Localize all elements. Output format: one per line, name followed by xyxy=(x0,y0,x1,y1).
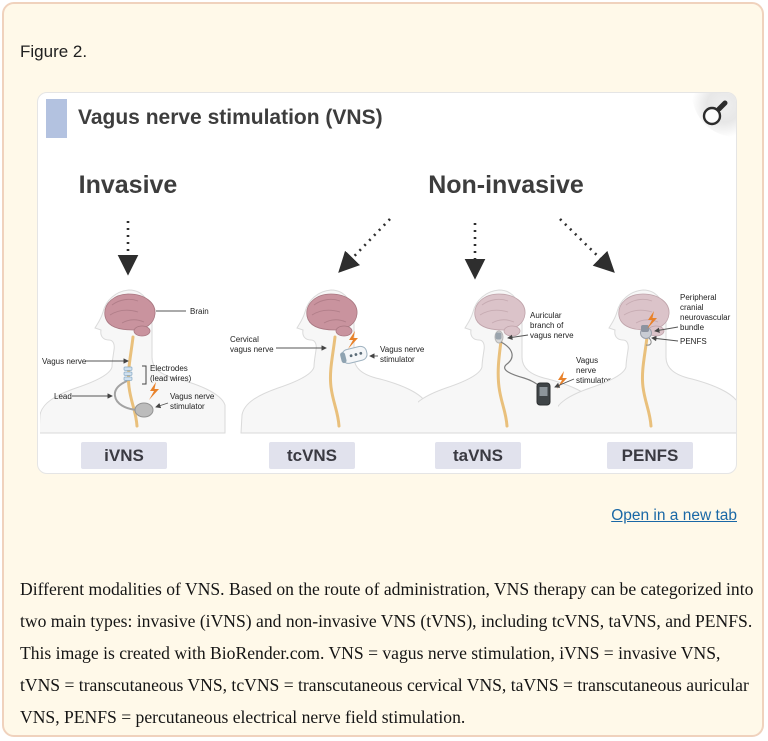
label-electrodes-2: (lead wires) xyxy=(150,374,192,383)
open-link-row: Open in a new tab xyxy=(4,507,737,525)
label-penfs: PENFS xyxy=(680,337,707,346)
label-auricular-3: vagus nerve xyxy=(530,331,574,340)
label-bundle-4: bundle xyxy=(680,323,705,332)
figure-title-marker xyxy=(46,99,67,138)
noninvasive-arrow-right xyxy=(559,218,615,273)
tcvns-illustration: Cervical vagus nerve Vagus nerve stimula… xyxy=(230,289,428,434)
figure-label: Figure 2. xyxy=(20,42,88,61)
panel-ivns: Brain Vagus nerve Electrodes (lead wires… xyxy=(40,283,240,435)
label-stimulator-3: stimulator xyxy=(576,376,611,385)
body-silhouette xyxy=(240,289,428,434)
penfs-leaders xyxy=(651,326,679,342)
label-auricular-2: branch of xyxy=(530,321,564,330)
label-stimulator-2: stimulator xyxy=(170,402,205,411)
tavns-illustration: Auricular branch of vagus nerve Vagus ne… xyxy=(418,289,611,434)
body-silhouette xyxy=(418,289,596,434)
ivns-leaders xyxy=(72,310,186,409)
open-in-new-tab-link[interactable]: Open in a new tab xyxy=(611,507,737,524)
label-cervical-1: Cervical xyxy=(230,335,259,344)
label-bundle-3: neurovascular xyxy=(680,313,731,322)
noninvasive-heading: Non-invasive xyxy=(428,171,584,199)
label-stimulator-2: stimulator xyxy=(380,355,415,364)
figure-caption: Different modalities of VNS. Based on th… xyxy=(20,578,754,727)
label-stimulator-2: nerve xyxy=(576,366,597,375)
lightning-icon xyxy=(348,331,358,349)
penfs-illustration: Peripheral cranial neurovascular bundle … xyxy=(558,289,736,434)
label-bundle-2: cranial xyxy=(680,303,704,312)
lightning-icon xyxy=(647,311,657,329)
tcvns-leaders xyxy=(276,345,378,359)
ivns-label-box: iVNS xyxy=(81,442,167,469)
tcvns-label-box: tcVNS xyxy=(269,442,355,469)
panel-tcvns: Cervical vagus nerve Vagus nerve stimula… xyxy=(228,283,428,435)
penfs-label-box: PENFS xyxy=(607,442,693,469)
label-electrodes-1: Electrodes xyxy=(150,364,188,373)
body-silhouette xyxy=(40,289,226,434)
invasive-heading: Invasive xyxy=(78,171,178,199)
tavns-leaders xyxy=(507,334,575,388)
label-stimulator-1: Vagus xyxy=(576,356,598,365)
panel-tavns: Auricular branch of vagus nerve Vagus ne… xyxy=(418,283,618,435)
panel-penfs: Peripheral cranial neurovascular bundle … xyxy=(558,283,736,435)
label-brain: Brain xyxy=(190,307,209,316)
label-stimulator-1: Vagus nerve xyxy=(380,345,425,354)
magnifier-icon xyxy=(702,100,728,126)
tavns-label-box: taVNS xyxy=(435,442,521,469)
ivns-devices xyxy=(113,365,159,418)
figure-title: Vagus nerve stimulation (VNS) xyxy=(78,106,383,129)
noninvasive-arrow-left xyxy=(338,218,391,273)
zoom-button[interactable] xyxy=(692,93,736,137)
label-cervical-2: vagus nerve xyxy=(230,345,274,354)
body-silhouette xyxy=(558,289,736,434)
label-stimulator-1: Vagus nerve xyxy=(170,392,215,401)
tcvns-device xyxy=(340,345,368,364)
label-vagus-nerve: Vagus nerve xyxy=(42,357,87,366)
label-bundle-1: Peripheral xyxy=(680,293,717,302)
label-auricular-1: Auricular xyxy=(530,311,562,320)
figure-image[interactable]: Vagus nerve stimulation (VNS) Invasive N… xyxy=(37,92,737,474)
penfs-device xyxy=(640,311,657,346)
ivns-illustration: Brain Vagus nerve Electrodes (lead wires… xyxy=(40,289,226,434)
label-lead: Lead xyxy=(54,392,72,401)
lightning-icon xyxy=(149,382,159,400)
